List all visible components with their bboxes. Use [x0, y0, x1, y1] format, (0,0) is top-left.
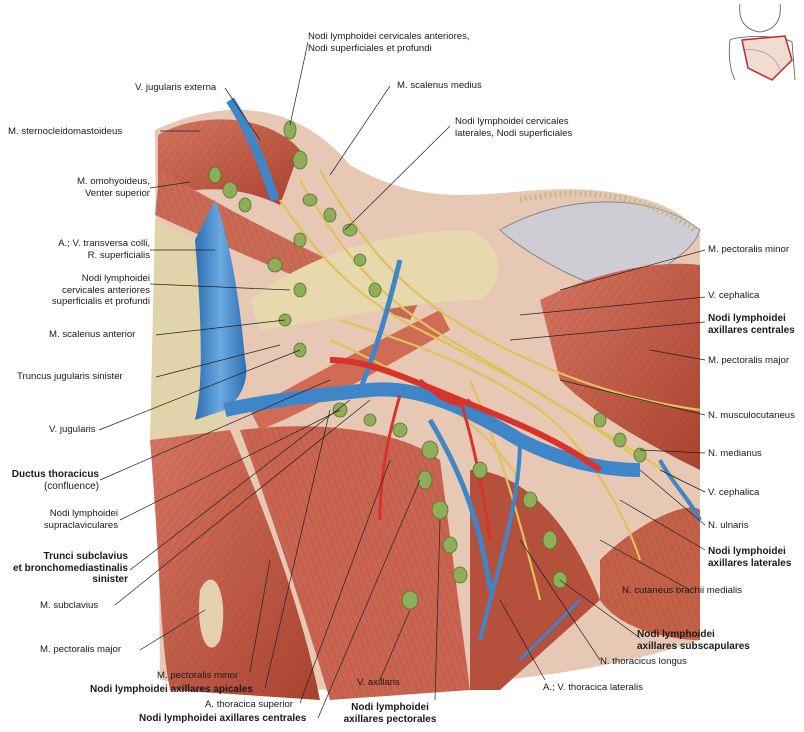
label-nodi-cervicales-anteriores: Nodi lymphoidei cervicales anteriores, N…: [308, 31, 470, 54]
label-nodi-cervicales-anteriores-sup-prof: Nodi lymphoidei cervicales anteriores su…: [20, 273, 150, 308]
leader-lines: [98, 41, 706, 719]
label-line: R. superficialis: [87, 249, 150, 261]
label-n-cutaneus-brachii-medialis: N. cutaneus brachii medialis: [622, 585, 742, 597]
label-m-pectoralis-major-right: M. pectoralis major: [708, 355, 789, 367]
muscle-layer: [150, 119, 700, 700]
label-nodi-axillares-centrales-bottom: Nodi lymphoidei axillares centrales: [139, 713, 306, 725]
label-nodi-axillares-laterales: Nodi lymphoidei axillares laterales: [708, 546, 791, 569]
label-v-axillaris: V. axillaris: [357, 677, 400, 689]
label-line: Truncus jugularis sinister: [17, 371, 123, 382]
label-line: M. subclavius: [40, 600, 99, 611]
label-n-medianus: N. medianus: [708, 448, 762, 460]
label-m-pectoralis-minor-right: M. pectoralis minor: [708, 244, 789, 256]
label-line: cervicales anteriores: [62, 284, 150, 296]
label-m-pectoralis-major-left: M. pectoralis major: [40, 644, 121, 656]
label-m-pectoralis-minor-bottom: M. pectoralis minor: [157, 670, 238, 682]
label-line: M. pectoralis minor: [708, 244, 790, 255]
label-line: (confluence): [43, 480, 99, 492]
label-line: N. ulnaris: [708, 520, 749, 531]
label-n-thoracicus-longus: N. thoracicus longus: [600, 656, 687, 668]
label-line: axillares centrales: [708, 324, 795, 336]
label-nodi-supraclaviculares: Nodi lymphoidei supraclaviculares: [0, 508, 118, 531]
label-line: V. jugularis externa: [135, 82, 217, 93]
label-line: M. pectoralis major: [708, 355, 790, 366]
locator-inset: [712, 2, 802, 82]
artery-layer: [329, 357, 602, 541]
label-line: Nodi lymphoidei: [351, 702, 429, 713]
label-line: M. scalenus anterior: [49, 329, 136, 340]
label-a-v-transversa-colli: A.; V. transversa colli, R. superficiali…: [20, 238, 150, 261]
label-nodi-axillares-pectorales: Nodi lymphoidei axillares pectorales: [335, 702, 445, 725]
label-nodi-axillares-centrales-right: Nodi lymphoidei axillares centrales: [708, 313, 795, 336]
label-a-thoracica-superior: A. thoracica superior: [205, 699, 293, 711]
label-line: sinister: [92, 574, 128, 585]
label-m-sternocleidomastoideus: M. sternocleidomastoideus: [8, 126, 122, 138]
label-v-jugularis-externa: V. jugularis externa: [135, 82, 216, 94]
label-line: Ductus thoracicus: [11, 469, 99, 480]
label-line: A. thoracica superior: [205, 699, 293, 710]
label-line: V. cephalica: [708, 290, 760, 301]
label-line: Nodi lymphoidei cervicales: [455, 116, 569, 127]
label-line: Nodi superficiales et profundi: [308, 42, 432, 54]
label-line: M. pectoralis minor: [157, 670, 239, 681]
label-nodi-axillares-subscapulares: Nodi lymphoidei axillares subscapulares: [637, 629, 750, 652]
label-line: axillares subscapulares: [637, 640, 750, 652]
label-v-cephalica-upper: V. cephalica: [708, 290, 759, 302]
label-line: M. omohyoideus,: [76, 176, 150, 187]
label-line: M. pectoralis major: [40, 644, 122, 655]
label-line: A.; V. transversa colli,: [58, 238, 150, 249]
label-n-ulnaris: N. ulnaris: [708, 520, 749, 532]
vein-layer: [195, 97, 702, 662]
label-line: V. jugularis: [49, 424, 96, 435]
label-line: N. musculocutaneus: [708, 410, 795, 421]
label-m-omohyoideus: M. omohyoideus, Venter superior: [40, 176, 150, 199]
label-v-cephalica-lower: V. cephalica: [708, 487, 759, 499]
nerve-layer: [279, 169, 701, 601]
label-truncus-jugularis-sinister: Truncus jugularis sinister: [17, 371, 123, 383]
label-line: Venter superior: [84, 187, 150, 199]
label-line: Nodi lymphoidei cervicales anteriores,: [308, 31, 470, 42]
label-a-v-thoracica-lateralis: A.; V. thoracica lateralis: [543, 682, 643, 694]
label-v-jugularis: V. jugularis: [49, 424, 96, 436]
label-line: Nodi lymphoidei axillares apicales: [90, 684, 253, 695]
label-nodi-cervicales-laterales: Nodi lymphoidei cervicales laterales, No…: [455, 116, 572, 139]
label-line: V. axillaris: [357, 677, 400, 688]
label-line: V. cephalica: [708, 487, 760, 498]
label-line: axillares pectorales: [343, 713, 437, 725]
lymph-node-layer: [208, 120, 647, 610]
label-m-scalenus-medius: M. scalenus medius: [397, 80, 482, 92]
label-nodi-axillares-apicales: Nodi lymphoidei axillares apicales: [90, 684, 253, 696]
label-line: M. sternocleidomastoideus: [8, 126, 123, 137]
label-line: Nodi lymphoidei: [49, 508, 118, 519]
label-line: Nodi lymphoidei: [708, 313, 786, 324]
label-ductus-thoracicus: Ductus thoracicus (confluence): [0, 469, 99, 492]
label-line: N. cutaneus brachii medialis: [622, 585, 742, 596]
label-line: Nodi lymphoidei axillares centrales: [139, 713, 307, 724]
label-line: Trunci subclavius: [43, 551, 128, 562]
label-line: N. medianus: [708, 448, 762, 459]
label-line: Nodi lymphoidei: [637, 629, 715, 640]
label-line: supraclaviculares: [43, 519, 118, 531]
label-line: axillares laterales: [708, 557, 792, 569]
label-line: superficialis et profundi: [51, 296, 150, 307]
label-n-musculocutaneus: N. musculocutaneus: [708, 410, 795, 422]
label-m-scalenus-anterior: M. scalenus anterior: [49, 329, 135, 341]
label-line: N. thoracicus longus: [600, 656, 687, 667]
label-line: et bronchomediastinalis: [12, 562, 128, 574]
label-line: Nodi lymphoidei: [81, 273, 150, 284]
label-line: M. scalenus medius: [397, 80, 482, 91]
label-trunci-subclavius: Trunci subclavius et bronchomediastinali…: [0, 551, 128, 586]
label-line: laterales, Nodi superficiales: [455, 127, 573, 139]
label-m-subclavius: M. subclavius: [40, 600, 98, 612]
label-line: A.; V. thoracica lateralis: [543, 682, 643, 693]
label-line: Nodi lymphoidei: [708, 546, 786, 557]
